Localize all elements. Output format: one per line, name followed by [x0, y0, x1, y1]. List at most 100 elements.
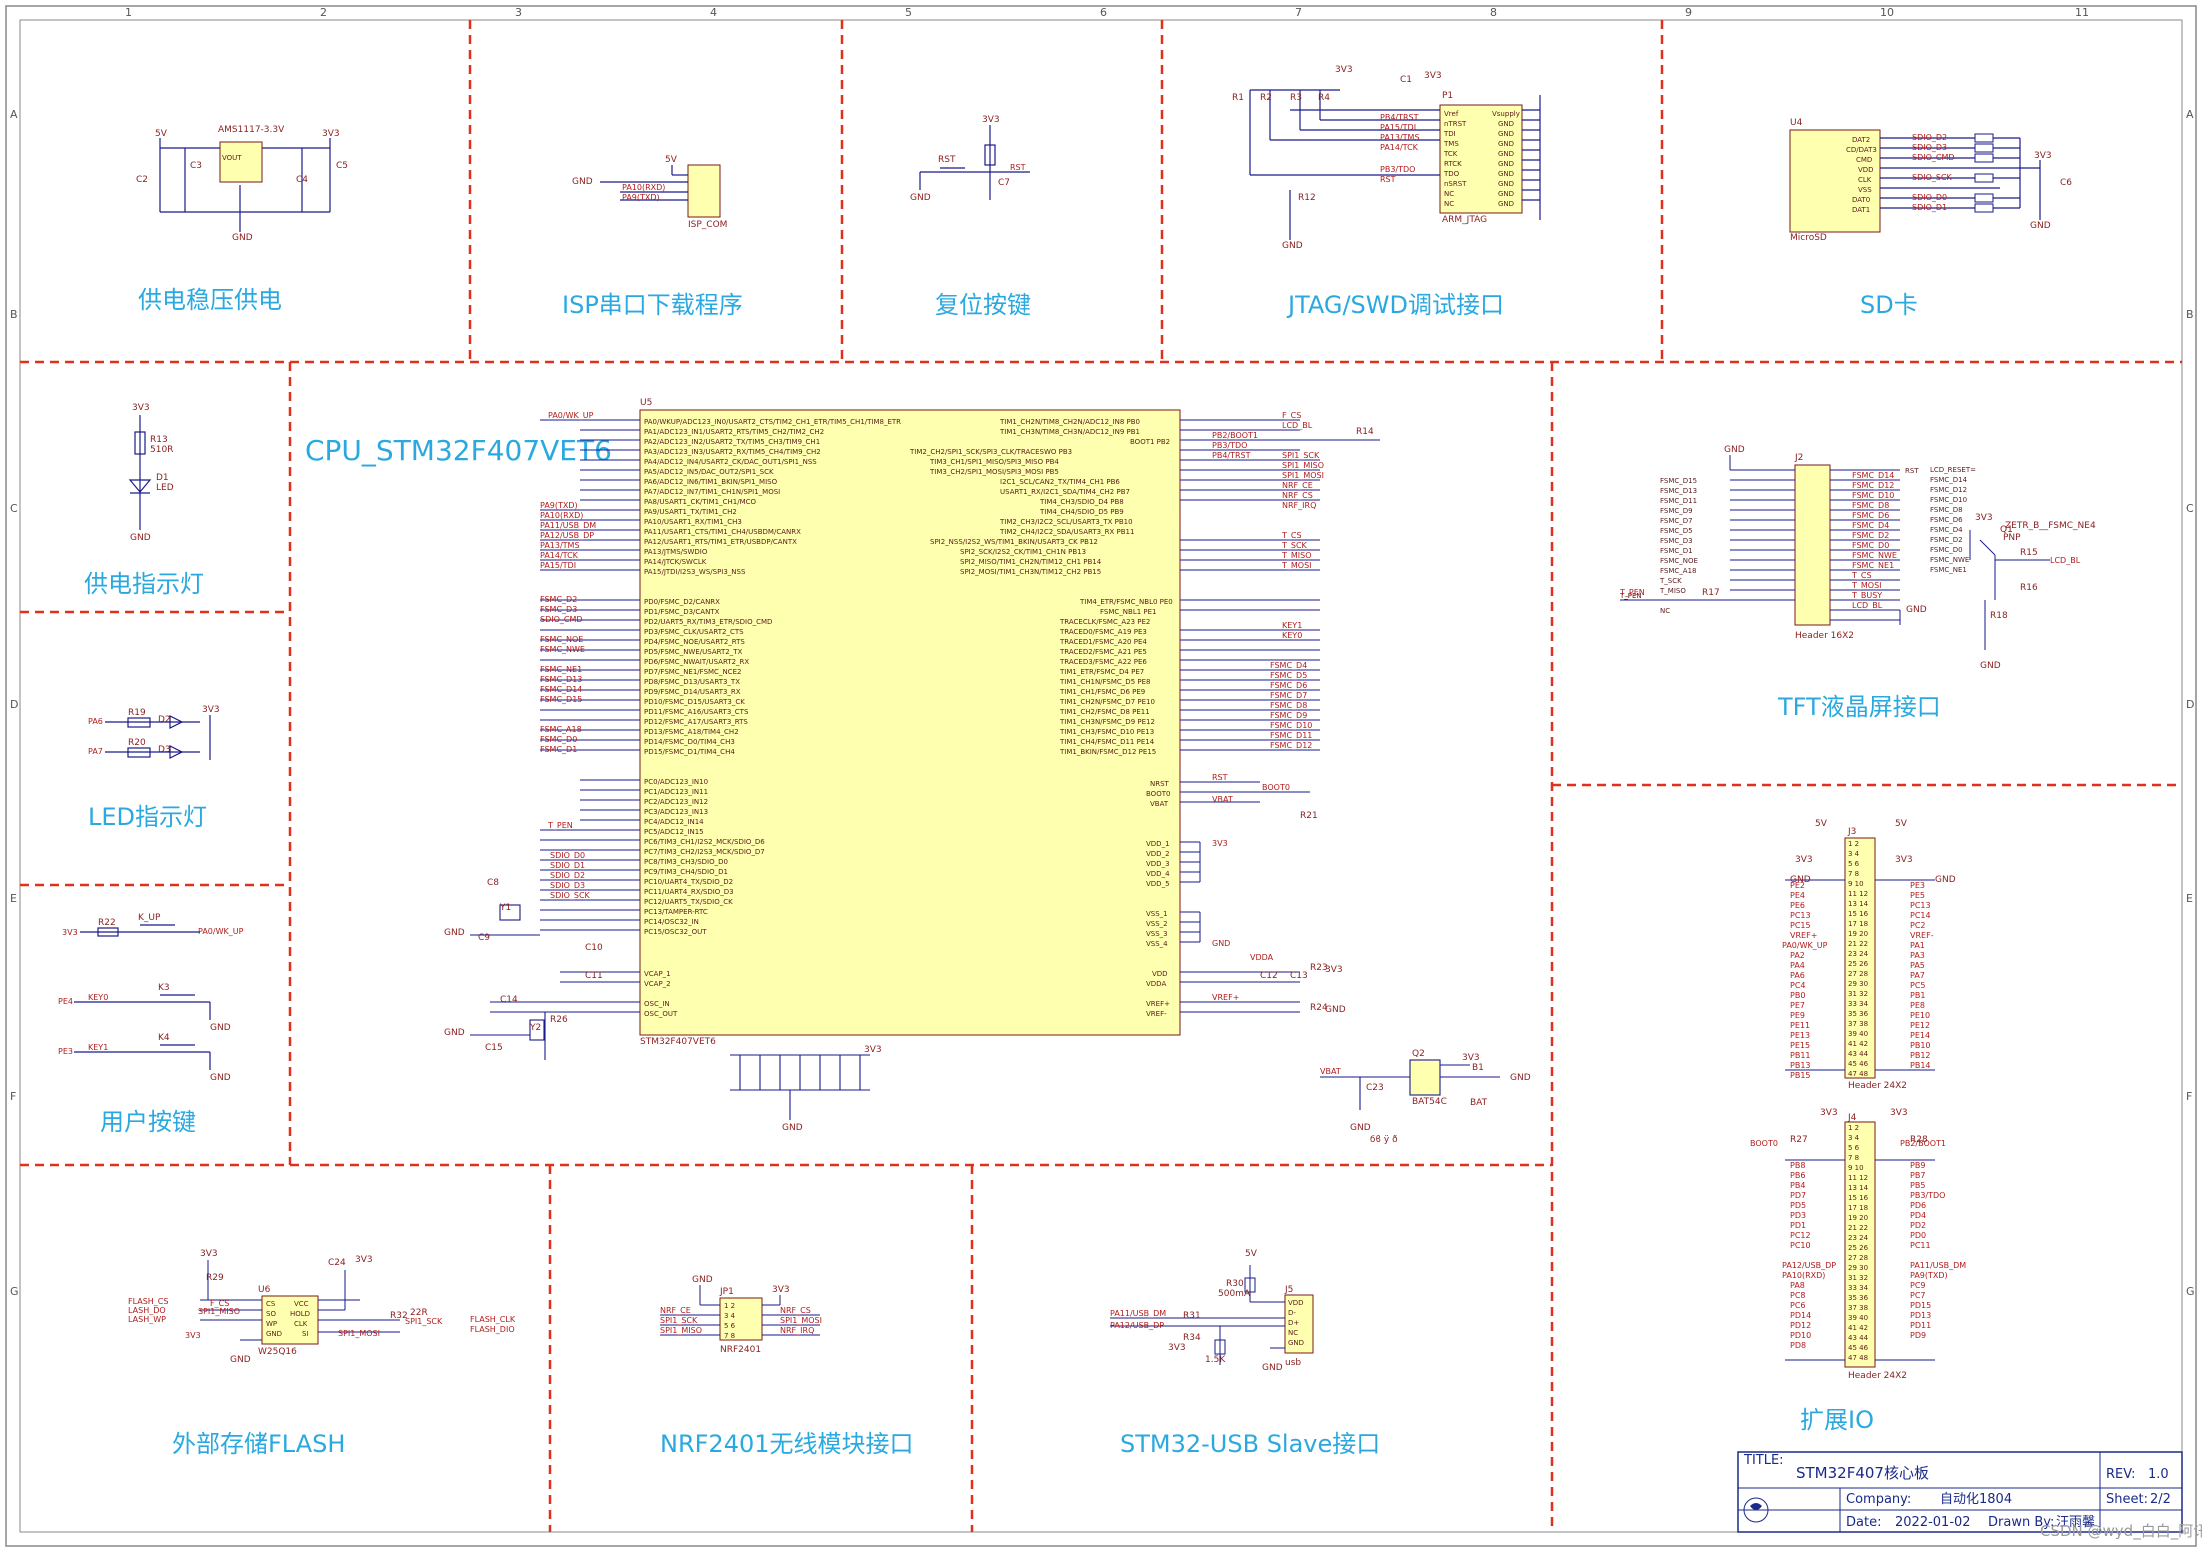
svg-text:FSMC_D0: FSMC_D0 [1852, 541, 1889, 550]
company-label: Company: [1846, 1492, 1911, 1507]
svg-text:GND: GND [1498, 190, 1514, 198]
svg-text:FSMC_D12: FSMC_D12 [1930, 486, 1967, 494]
grid-col: 10 [1880, 6, 1894, 19]
svg-text:C7: C7 [998, 178, 1010, 188]
svg-text:R28: R28 [1910, 1135, 1928, 1145]
svg-text:TIM1_ETR/FSMC_D4 PE7: TIM1_ETR/FSMC_D4 PE7 [1059, 668, 1144, 676]
svg-text:TMS: TMS [1443, 140, 1459, 148]
svg-text:R20: R20 [128, 738, 146, 748]
svg-text:GND: GND [444, 928, 465, 938]
svg-text:R12: R12 [1298, 193, 1316, 203]
svg-text:PA13/TMS: PA13/TMS [1380, 133, 1420, 142]
svg-text:GND: GND [1212, 939, 1230, 948]
svg-text:VBAT: VBAT [1320, 1067, 1341, 1076]
svg-text:43 44: 43 44 [1848, 1334, 1869, 1342]
svg-text:3V3: 3V3 [1212, 839, 1228, 848]
svg-text:PA12/USB_DP: PA12/USB_DP [540, 531, 594, 540]
svg-text:VREF+: VREF+ [1790, 931, 1817, 940]
svg-text:T_SCK: T_SCK [1659, 577, 1682, 585]
section-title-nrf: NRF2401无线模块接口 [660, 1430, 914, 1458]
svg-text:SDIO_CMD: SDIO_CMD [1912, 153, 1955, 162]
svg-text:43 44: 43 44 [1848, 1050, 1869, 1058]
svg-text:J4: J4 [1847, 1113, 1857, 1123]
svg-text:PA7: PA7 [1910, 971, 1925, 980]
svg-text:PD11: PD11 [1910, 1321, 1931, 1330]
svg-text:GND: GND [1498, 140, 1514, 148]
svg-text:PD14/FSMC_D0/TIM4_CH3: PD14/FSMC_D0/TIM4_CH3 [644, 738, 735, 746]
svg-text:PD0/FSMC_D2/CANRX: PD0/FSMC_D2/CANRX [644, 598, 720, 606]
svg-text:FSMC_A18: FSMC_A18 [1660, 567, 1696, 575]
svg-text:PE8: PE8 [1910, 1001, 1925, 1010]
svg-text:TIM1_CH2/FSMC_D8 PE11: TIM1_CH2/FSMC_D8 PE11 [1059, 708, 1150, 716]
svg-text:SPI1_SCK: SPI1_SCK [660, 1316, 698, 1325]
svg-text:TRACED3/FSMC_A22 PE6: TRACED3/FSMC_A22 PE6 [1059, 658, 1147, 666]
svg-text:PC9/TIM3_CH4/SDIO_D1: PC9/TIM3_CH4/SDIO_D1 [644, 868, 728, 876]
svg-text:PD7: PD7 [1790, 1191, 1806, 1200]
svg-text:PD9: PD9 [1910, 1331, 1926, 1340]
watermark: CSDN @wyd_白白_阿讯 [2040, 1522, 2202, 1541]
svg-text:FSMC_D6: FSMC_D6 [1270, 681, 1307, 690]
grid-row: E [2186, 892, 2193, 905]
svg-text:JP1: JP1 [719, 1287, 734, 1297]
svg-text:PA11/USB_DM: PA11/USB_DM [1110, 1309, 1166, 1318]
section-dividers [20, 20, 2182, 1532]
svg-text:CS: CS [266, 1300, 276, 1308]
outer-frame [5, 5, 2197, 1547]
svg-text:5 6: 5 6 [724, 1322, 736, 1330]
svg-text:PB3/TDO: PB3/TDO [1212, 441, 1247, 450]
svg-text:FSMC_D13: FSMC_D13 [1660, 487, 1697, 495]
svg-text:PA11/USB_DM: PA11/USB_DM [1910, 1261, 1966, 1270]
svg-text:T_MOSI: T_MOSI [1851, 581, 1882, 590]
svg-text:500mA: 500mA [1218, 1289, 1251, 1299]
grid-col: 11 [2075, 6, 2089, 19]
svg-text:7 8: 7 8 [1848, 870, 1859, 878]
svg-text:R26: R26 [550, 1015, 568, 1025]
svg-text:3V3: 3V3 [982, 115, 1000, 125]
svg-text:TIM4_CH4/SDIO_D5 PB9: TIM4_CH4/SDIO_D5 PB9 [1039, 508, 1124, 516]
svg-text:GND: GND [1906, 605, 1927, 615]
usb-connector-label: usb [1285, 1358, 1301, 1368]
cpu-body [639, 409, 1181, 1036]
svg-text:D3: D3 [158, 745, 171, 755]
university-logo [1743, 1497, 1769, 1523]
svg-text:3V3: 3V3 [62, 928, 78, 937]
grid-row: A [2186, 108, 2194, 121]
title-value: STM32F407核心板 [1796, 1464, 1929, 1482]
svg-text:KEY1: KEY1 [88, 1043, 108, 1052]
svg-text:5 6: 5 6 [1848, 1144, 1860, 1152]
grid-col: 3 [515, 6, 522, 19]
svg-text:3V3: 3V3 [2034, 151, 2052, 161]
svg-text:R21: R21 [1300, 811, 1318, 821]
svg-text:FSMC_D12: FSMC_D12 [1852, 481, 1894, 490]
svg-text:35 36: 35 36 [1848, 1010, 1869, 1018]
svg-text:3V3: 3V3 [202, 705, 220, 715]
svg-text:PD8: PD8 [1790, 1341, 1806, 1350]
svg-text:NC: NC [1444, 190, 1454, 198]
svg-text:TIM3_CH2/SPI1_MOSI/SPI3_MOSI P: TIM3_CH2/SPI1_MOSI/SPI3_MOSI PB5 [929, 468, 1059, 476]
svg-text:VSS_3: VSS_3 [1146, 930, 1168, 938]
svg-text:PA4/ADC12_IN4/USART2_CK/DAC_OU: PA4/ADC12_IN4/USART2_CK/DAC_OUT1/SPI1_NS… [644, 458, 817, 466]
svg-text:PA6: PA6 [1790, 971, 1805, 980]
keys-circuit: 3V3 R22 K_UP PA0/WK_UP PE4 KEY0 K3 PE3 K… [58, 913, 244, 1083]
svg-text:FSMC_D13: FSMC_D13 [540, 675, 582, 684]
nrf-connector-label: NRF2401 [720, 1345, 761, 1355]
svg-text:PB3/TDO: PB3/TDO [1910, 1191, 1945, 1200]
svg-text:FSMC_D11: FSMC_D11 [1270, 731, 1312, 740]
svg-text:GND: GND [1724, 445, 1745, 455]
svg-text:VDD_1: VDD_1 [1146, 840, 1170, 848]
svg-text:RST: RST [1380, 175, 1396, 184]
svg-text:ZETR_B__FSMC_NE4: ZETR_B__FSMC_NE4 [2005, 521, 2096, 531]
svg-text:9 10: 9 10 [1848, 880, 1864, 888]
svg-text:PC7/TIM3_CH2/I2S3_MCK/SDIO_D7: PC7/TIM3_CH2/I2S3_MCK/SDIO_D7 [644, 848, 765, 856]
svg-text:FSMC_D15: FSMC_D15 [1660, 477, 1697, 485]
svg-text:3V3: 3V3 [355, 1255, 373, 1265]
svg-text:39 40: 39 40 [1848, 1030, 1868, 1038]
svg-text:PA12/USART1_RTS/TIM1_ETR/USBDP: PA12/USART1_RTS/TIM1_ETR/USBDP/CANTX [644, 538, 797, 546]
svg-text:PA10(RXD): PA10(RXD) [622, 183, 665, 192]
svg-text:FSMC_D7: FSMC_D7 [1660, 517, 1693, 525]
svg-text:PA3/ADC123_IN3/USART2_RX/TIM5_: PA3/ADC123_IN3/USART2_RX/TIM5_CH4/TIM9_C… [644, 448, 821, 456]
svg-text:PD5/FSMC_NWE/USART2_TX: PD5/FSMC_NWE/USART2_TX [644, 648, 742, 656]
j4-label: Header 24X2 [1848, 1371, 1907, 1381]
svg-text:K3: K3 [158, 983, 170, 993]
